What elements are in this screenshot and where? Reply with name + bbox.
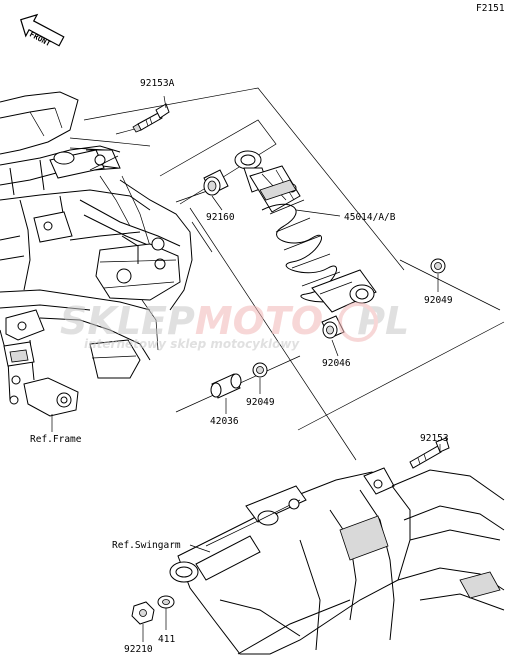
front-arrow-icon xyxy=(20,13,65,47)
callout-bolt-top: 92153A xyxy=(140,78,175,89)
seal-left xyxy=(252,362,268,378)
washer xyxy=(157,595,175,609)
callout-seal-left: 92049 xyxy=(246,397,275,408)
collar-top xyxy=(203,169,229,196)
callout-collar-top: 92160 xyxy=(206,212,235,223)
swingarm-drawing xyxy=(169,467,505,655)
callout-shock: 45014/A/B xyxy=(344,212,396,223)
collar-bottom xyxy=(210,373,242,399)
leader-lines xyxy=(89,125,211,203)
callout-seal-right: 92049 xyxy=(424,295,453,306)
callout-ref-swingarm: Ref.Swingarm xyxy=(112,540,181,551)
bolt-bottom xyxy=(409,437,450,469)
watermark-badge-icon xyxy=(338,302,378,342)
watermark-tagline: internetowy sklep motocyklowy xyxy=(84,337,300,351)
callout-collar-bottom: 42036 xyxy=(210,416,239,427)
callout-leaders xyxy=(51,195,441,642)
watermark-brand-a: SKLEP xyxy=(60,299,195,343)
frame-drawing xyxy=(0,91,193,417)
callout-collar-mid: 92046 xyxy=(322,358,351,369)
nut xyxy=(131,601,155,625)
callout-washer: 411 xyxy=(158,634,175,645)
watermark-brand-b: MOTO xyxy=(195,299,323,343)
bolt-top xyxy=(132,95,170,133)
assembly-guide-lines xyxy=(83,87,505,461)
seal-right xyxy=(430,258,446,274)
diagram-code: F2151 xyxy=(476,3,505,14)
callout-bolt-bottom: 92153 xyxy=(420,433,449,444)
callout-nut: 92210 xyxy=(124,644,153,655)
callout-ref-frame: Ref.Frame xyxy=(30,434,82,445)
shock-absorber xyxy=(234,150,377,313)
